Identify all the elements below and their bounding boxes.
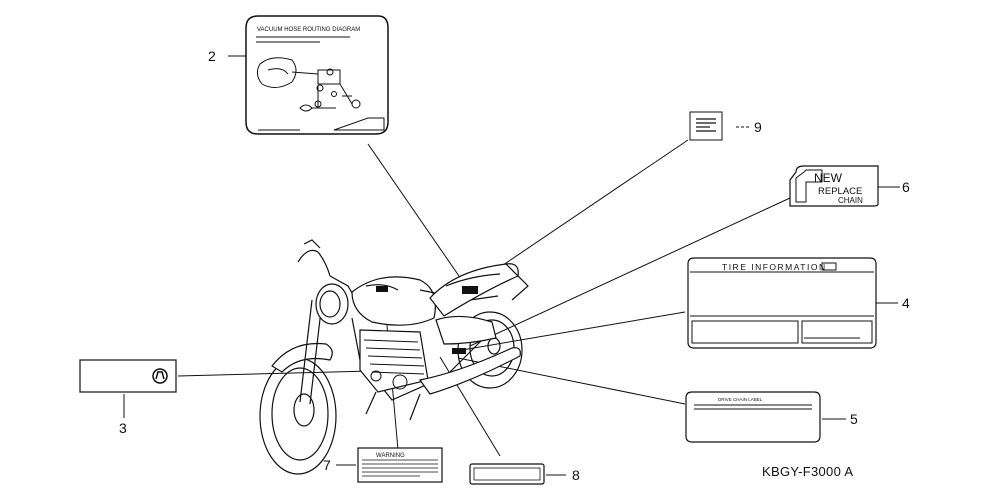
vacuum-hose-title: VACUUM HOSE ROUTING DIAGRAM (257, 27, 360, 33)
leader-lines (123, 55, 900, 476)
diagram-code: KBGY-F3000 A (762, 464, 854, 479)
label-5-title: DRIVE CHAIN LABEL (718, 397, 763, 402)
chain-replace-text: REPLACE (818, 186, 862, 197)
label-3 (79, 359, 177, 393)
vacuum-hose-label: VACUUM HOSE ROUTING DIAGRAM (245, 15, 389, 135)
callout-4: 4 (902, 295, 910, 311)
tire-information-label: TIRE INFORMATION (687, 257, 877, 349)
chain-new-text: NEW (814, 171, 843, 185)
brand-emblem-icon (152, 368, 168, 384)
replace-chain-label: NEW REPLACE CHAIN (789, 165, 879, 207)
callout-5: 5 (850, 411, 858, 427)
label-8 (469, 463, 545, 485)
tire-info-title: TIRE INFORMATION (722, 262, 827, 272)
callout-3: 3 (119, 420, 127, 436)
callout-6: 6 (902, 179, 910, 195)
drive-chain-label-5: DRIVE CHAIN LABEL (685, 391, 821, 443)
warning-label: WARNING (357, 447, 443, 483)
small-label-9 (689, 111, 723, 141)
chain-chain-text: CHAIN (838, 196, 863, 205)
callout-2: 2 (208, 48, 216, 64)
callout-7: 7 (323, 457, 331, 473)
callout-8: 8 (572, 467, 580, 483)
warning-title: WARNING (376, 453, 405, 459)
motorcycle-illustration (259, 239, 529, 475)
callout-9: 9 (754, 119, 762, 135)
